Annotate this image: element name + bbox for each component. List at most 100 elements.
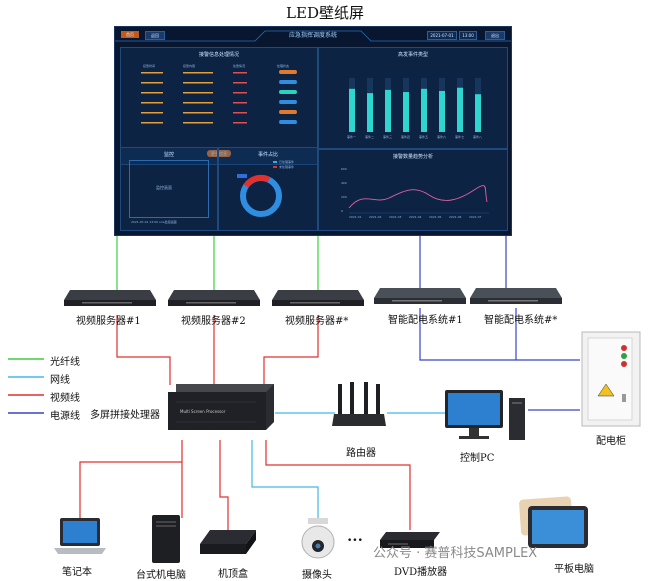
video-line-7 — [265, 440, 411, 530]
screen-header-title: 应急指挥调度系统 — [288, 32, 337, 39]
video-server-2-icon — [168, 290, 260, 306]
col-header: 处警情况 — [233, 64, 246, 68]
trend-y-tick: 0 — [341, 209, 343, 213]
trend-x-tick: 2021.02 — [369, 215, 381, 219]
set-top-box-icon — [200, 530, 256, 554]
exit-button[interactable]: 退出 — [485, 31, 505, 40]
desktop-label: 台式机电脑 — [136, 570, 186, 581]
bar — [403, 92, 409, 132]
legend-power-label: 电源线 — [50, 411, 80, 422]
bar — [421, 88, 427, 132]
video-server-2-label: 视频服务器#2 — [181, 316, 246, 327]
video-server-3-icon — [272, 290, 364, 306]
screen-header-frame — [115, 30, 511, 42]
trend-y-tick: 200 — [341, 195, 347, 199]
col-header: 接警时间 — [143, 64, 156, 68]
bar-category-label: 事件二 — [365, 134, 374, 139]
trend-panel: 接警数量趋势分析 600 400 200 0 2021.01 2021.02 2… — [318, 149, 508, 231]
bar-category-label: 事件一 — [347, 134, 356, 139]
router-label: 路由器 — [346, 448, 376, 459]
screen-header: 应急指挥调度系统 — [115, 27, 511, 43]
video-server-3-label: 视频服务器#* — [285, 316, 349, 327]
bar-category-label: 事件六 — [437, 134, 446, 139]
trend-x-tick: 2021.07 — [469, 215, 481, 219]
event-type-bar-chart: 事件一 事件二 事件三 事件四 事件五 事件六 事件七 事件八 — [347, 78, 482, 139]
legend-fiber-label: 光纤线 — [50, 357, 80, 368]
power-system-1-label: 智能配电系统#1 — [388, 315, 463, 326]
more-devices-ellipsis: ••• — [347, 536, 363, 546]
laptop-label: 笔记本 — [62, 567, 92, 578]
desktop-tower-icon — [152, 515, 180, 563]
bar-category-label: 事件四 — [401, 134, 410, 139]
bar — [457, 87, 463, 132]
tablet-icon — [519, 496, 588, 548]
alarm-info-title: 接警信息处理情况 — [198, 52, 239, 58]
bar — [475, 94, 481, 132]
home-button[interactable]: 首页 — [121, 31, 139, 38]
laptop-icon — [54, 518, 106, 554]
video-line-4 — [79, 440, 183, 518]
ratio-legend-2: 未处理事件 — [279, 165, 295, 169]
ratio-legend-1: 已处理事件 — [279, 160, 295, 164]
monitor-frame: 监控画面 — [129, 160, 209, 218]
trend-x-tick: 2021.04 — [409, 215, 421, 219]
monitor-footer: 2021-07-01 13:00 one监控画面 — [131, 220, 177, 224]
led-wall-title: LED壁纸屏 — [286, 4, 364, 22]
legend-swatches — [8, 358, 44, 414]
time-display: 13:00 — [459, 31, 477, 40]
bar — [367, 93, 373, 132]
bar-category-label: 事件五 — [419, 134, 428, 139]
video-server-1-label: 视频服务器#1 — [76, 316, 141, 327]
set-top-box-label: 机顶盒 — [218, 569, 248, 580]
bar — [349, 88, 355, 132]
bar — [439, 90, 445, 132]
trend-x-tick: 2021.05 — [429, 215, 441, 219]
network-line-3 — [251, 440, 319, 520]
trend-x-tick: 2021.03 — [389, 215, 401, 219]
power-line-3 — [419, 308, 580, 361]
camera-icon — [301, 518, 335, 559]
trend-x-tick: 2021.06 — [449, 215, 461, 219]
bar-category-label: 事件三 — [383, 134, 392, 139]
back-button[interactable]: 返回 — [145, 31, 165, 40]
alarm-info-panel: 接警信息处理情况 接警时间 接警内容 处警情况 处理状态 更多信息 — [120, 47, 318, 165]
processor-face-text: Multi Screen Processor — [180, 409, 226, 414]
bar-category-label: 事件八 — [473, 134, 482, 139]
bar — [385, 89, 391, 132]
control-pc-icon — [445, 390, 525, 440]
power-system-2-icon — [470, 288, 562, 304]
trend-y-tick: 600 — [341, 167, 347, 171]
alarm-table-rows — [141, 70, 297, 124]
camera-label: 摄像头 — [302, 570, 332, 581]
tablet-label: 平板电脑 — [554, 564, 594, 575]
monitor-title: 监控 — [163, 152, 174, 158]
multi-screen-processor-icon — [168, 384, 274, 430]
video-line-6 — [219, 440, 229, 530]
event-type-title: 高发事件类型 — [397, 52, 428, 58]
power-cabinet-label: 配电柜 — [596, 436, 626, 447]
monitor-caption: 监控画面 — [156, 185, 172, 190]
led-wall-screen: 首页 返回 应急指挥调度系统 2021-07-01 13:00 退出 接警信息处… — [114, 26, 512, 236]
dvd-player-icon — [380, 532, 440, 548]
power-system-1-icon — [374, 288, 466, 304]
legend-video-label: 视频线 — [50, 393, 80, 404]
trend-x-tick: 2021.01 — [349, 215, 361, 219]
control-pc-label: 控制PC — [460, 453, 495, 464]
event-type-panel: 高发事件类型 事件一 事件二 事件三 事件四 事件五 事件六 事件七 事件八 — [318, 47, 508, 149]
router-icon — [332, 382, 386, 426]
col-header: 接警内容 — [183, 64, 196, 68]
trend-y-tick: 400 — [341, 181, 347, 185]
event-ratio-donut — [237, 161, 282, 217]
date-display: 2021-07-01 — [427, 31, 457, 40]
trend-line-chart: 600 400 200 0 2021.01 2021.02 2021.03 20… — [341, 167, 489, 219]
processor-label: 多屏拼接处理器 — [90, 410, 160, 421]
power-cabinet-icon — [581, 331, 641, 427]
more-info-button[interactable]: 更多信息 — [207, 150, 231, 157]
col-header: 处理状态 — [277, 64, 290, 68]
event-ratio-panel: 事件占比 已处理事件 未处理事件 — [218, 147, 318, 231]
dvd-player-label: DVD播放器 — [394, 567, 448, 578]
video-line-3 — [263, 315, 319, 385]
bar-category-label: 事件七 — [455, 134, 464, 139]
event-ratio-title: 事件占比 — [257, 152, 278, 158]
watermark: 公众号 · 赛普科技SAMPLEX — [373, 546, 538, 561]
